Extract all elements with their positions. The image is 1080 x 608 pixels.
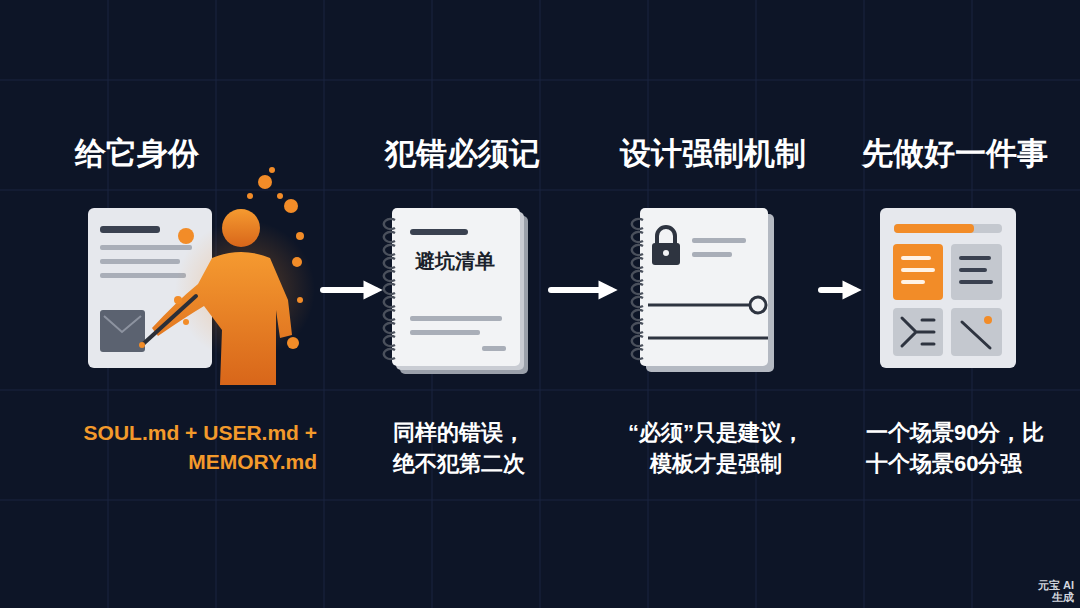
notebook-title: 避坑清单 — [415, 248, 495, 275]
spiral-ring — [632, 258, 643, 268]
step-column: 先做好一件事一个场景90分，比 十个场景60分强 — [862, 135, 1060, 480]
step-heading: 犯错必须记 — [385, 135, 540, 172]
spiral-ring — [632, 310, 643, 320]
spiral-ring — [632, 232, 643, 242]
identity-icon — [88, 167, 315, 385]
spiral-ring — [632, 271, 643, 281]
spiral-ring — [384, 232, 395, 242]
file-list: SOUL.md + USER.md + MEMORY.md — [77, 418, 317, 477]
flow-arrow — [821, 287, 854, 293]
step-caption: “必须”只是建议， 模板才是强制 — [626, 418, 806, 480]
watermark: 元宝 AI生成 — [1036, 579, 1074, 604]
spiral-ring — [632, 336, 643, 346]
spiral-ring — [384, 271, 395, 281]
spiral-ring — [384, 297, 395, 307]
spiral-ring — [384, 323, 395, 333]
lock-notebook-icon — [632, 208, 774, 372]
step-heading: 给它身份 — [75, 135, 199, 172]
flow-arrow — [323, 287, 375, 293]
step-column: 犯错必须记避坑清单同样的错误， 绝不犯第二次 — [383, 135, 548, 480]
spiral-ring — [384, 310, 395, 320]
spiral-ring — [632, 219, 643, 229]
spiral-ring — [384, 336, 395, 346]
spiral-ring — [384, 219, 395, 229]
spiral-ring — [632, 297, 643, 307]
spiral-ring — [632, 349, 643, 359]
spiral-ring — [384, 245, 395, 255]
spiral-ring — [632, 245, 643, 255]
step-column: 设计强制机制 “必须”只是建议， 模板才是强制 — [618, 135, 818, 480]
step-heading: 先做好一件事 — [862, 135, 1048, 172]
flow-arrow — [551, 287, 610, 293]
step-heading: 设计强制机制 — [620, 135, 806, 172]
spiral-ring — [384, 258, 395, 268]
spiral-ring — [384, 349, 395, 359]
spiral-ring — [632, 284, 643, 294]
spiral-ring — [384, 284, 395, 294]
notebook-icon — [384, 208, 528, 374]
step-caption: 一个场景90分，比 十个场景60分强 — [866, 418, 1056, 480]
spiral-ring — [632, 323, 643, 333]
step-caption: 同样的错误， 绝不犯第二次 — [393, 418, 538, 480]
dashboard-icon — [880, 208, 1016, 368]
step-column: 给它身份 SOUL.md + USER.md + MEMORY.md — [75, 135, 320, 480]
